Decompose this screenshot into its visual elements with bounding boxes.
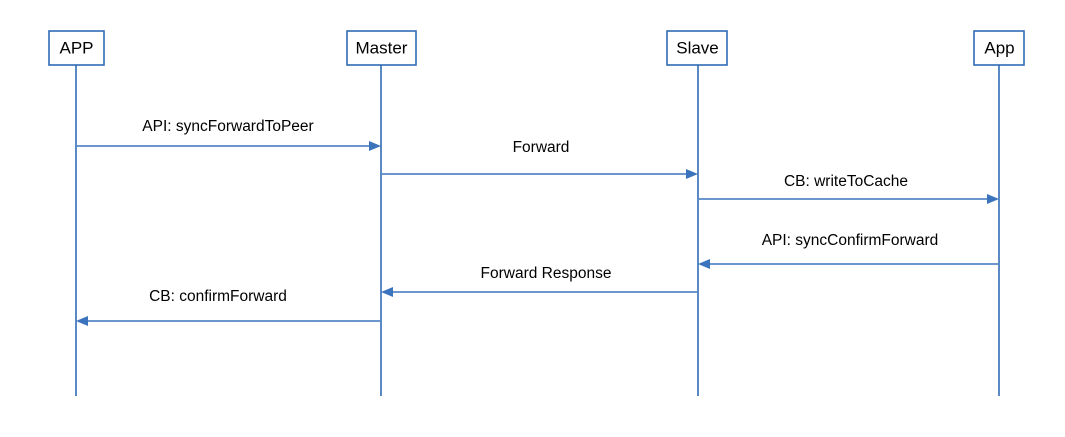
participant-label-slave: Slave	[676, 38, 719, 57]
arrow-head-right-2	[686, 169, 698, 179]
participant-box-master[interactable]	[346, 30, 417, 66]
arrow-head-left-6	[76, 316, 88, 326]
message-label-4: API: syncConfirmForward	[762, 232, 939, 249]
participant-label-app-right: App	[984, 38, 1014, 57]
message-forward[interactable]: Forward	[382, 139, 698, 179]
arrow-head-right-1	[369, 141, 381, 151]
participant-app-left[interactable]: APP	[48, 30, 105, 396]
participant-app-right[interactable]: App	[973, 30, 1025, 396]
participant-master[interactable]: Master	[346, 30, 417, 396]
message-api-syncforwardtopeer[interactable]: API: syncForwardToPeer	[77, 118, 381, 151]
participant-label-master: Master	[356, 38, 408, 57]
participant-box-app-right[interactable]	[973, 30, 1025, 66]
participant-box-app-left[interactable]	[48, 30, 105, 66]
participant-label-app-left: APP	[59, 38, 93, 57]
message-label-2: Forward	[513, 139, 570, 156]
participant-box-slave[interactable]	[666, 30, 728, 66]
message-cb-confirmforward[interactable]: CB: confirmForward	[76, 288, 380, 326]
message-label-5: Forward Response	[481, 265, 612, 282]
arrow-head-left-4	[698, 259, 710, 269]
message-label-6: CB: confirmForward	[149, 288, 287, 305]
message-label-1: API: syncForwardToPeer	[142, 118, 313, 135]
arrow-head-left-5	[381, 287, 393, 297]
participant-slave[interactable]: Slave	[666, 30, 728, 396]
message-forward-response[interactable]: Forward Response	[381, 265, 697, 297]
arrow-head-right-3	[987, 194, 999, 204]
message-cb-writetocache[interactable]: CB: writeToCache	[699, 173, 999, 204]
message-api-syncconfirmforward[interactable]: API: syncConfirmForward	[698, 232, 998, 269]
message-label-3: CB: writeToCache	[784, 173, 908, 190]
